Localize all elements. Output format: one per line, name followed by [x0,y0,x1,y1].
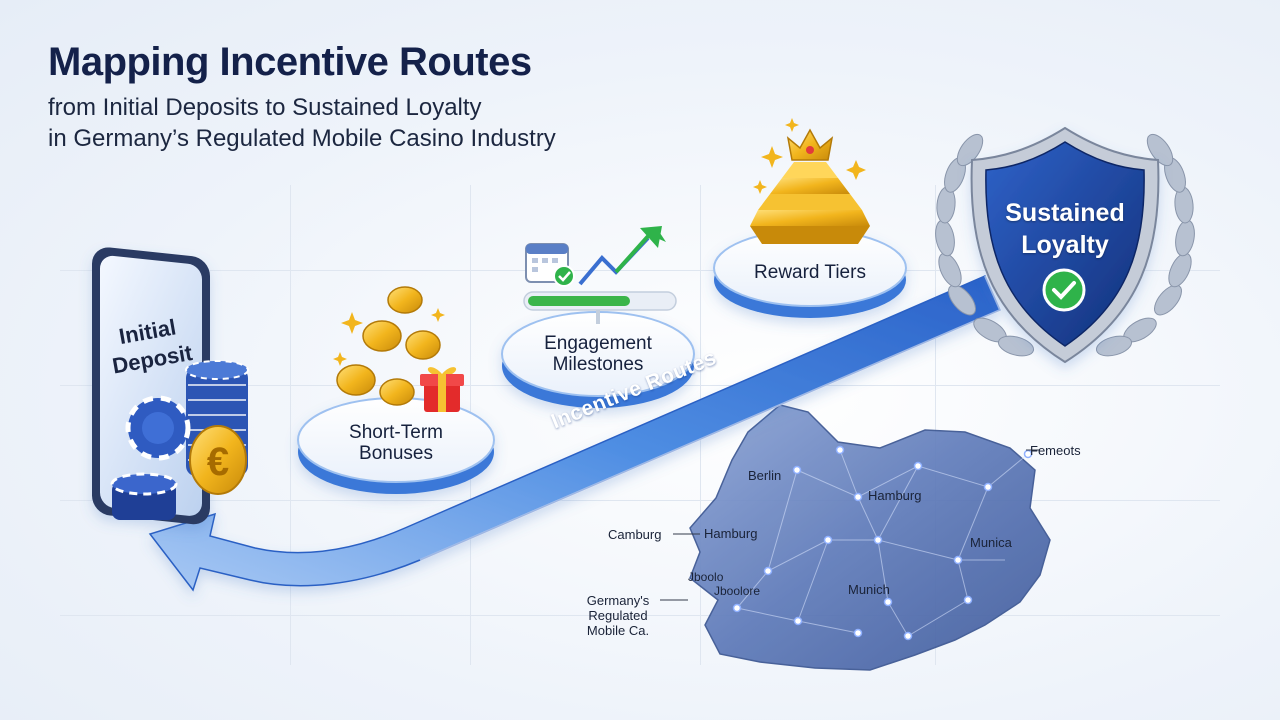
short-term-podium [297,397,495,494]
gold-pyramid-icon [750,162,870,244]
map-label-garbled-1: Jboolo [688,570,724,584]
trend-up-arrow-icon [578,226,666,286]
reward-tiers-label: Reward Tiers [754,262,866,283]
gold-coins-icon [336,286,441,406]
euro-coin-icon: € [189,425,247,495]
route-band [148,275,1001,592]
germany-map-shape [689,404,1051,671]
map-caption-line-2: Regulated [588,608,648,623]
loyalty-line-2: Loyalty [1021,231,1109,259]
map-label-munica: Munica [970,535,1012,550]
laurel-wreath-icon [935,133,1195,357]
map-label-fernots: Femeots [1030,443,1081,458]
grid-line [60,500,1220,501]
map-caption-line-1: Germany's [586,593,650,608]
map-label-hamburg: Hamburg [868,488,922,503]
grid-line [935,185,936,665]
gift-box-icon [420,367,464,412]
map-label-garbled-2: Jboolore [714,584,761,598]
map-label-hamburg-west: Hamburg [704,526,758,541]
map-caption-line-3: Mobile Ca. [586,623,650,638]
grid-line [60,270,1220,271]
map-leader-lines [660,449,1040,601]
engagement-line-1: Engagement [544,333,652,354]
shield-icon [970,126,1160,364]
map-label-camburg: Camburg [608,527,662,542]
sparkle-icon [333,308,445,366]
check-badge-icon [1042,268,1086,312]
page-subtitle: from Initial Deposits to Sustained Loyal… [48,92,556,154]
engagement-milestones-label: Engagement Milestones [518,333,678,375]
reward-podium [713,229,907,318]
grid-line [60,615,1220,616]
short-term-bonuses-label: Short-Term Bonuses [316,422,476,464]
incentive-route-arrow [148,275,1002,592]
subtitle-line-1: from Initial Deposits to Sustained Loyal… [48,94,482,121]
sustained-loyalty-label: Sustained Loyalty [990,197,1140,261]
page-title: Mapping Incentive Routes [48,40,532,84]
subtitle-line-2: in Germany’s Regulated Mobile Casino Ind… [48,125,556,152]
calendar-check-icon [525,243,575,287]
map-caption: Germany's Regulated Mobile Ca. [575,593,661,638]
progress-bar-icon [523,291,677,324]
map-label-berlin: Berlin [748,468,782,483]
loyalty-line-1: Sustained [1005,199,1125,227]
sparkle-icon [753,118,866,194]
germany-map [660,404,1051,671]
svg-text:€: € [207,440,229,484]
grid-line [290,185,291,665]
short-term-line-1: Short-Term [349,422,443,443]
crown-icon [786,128,834,161]
engagement-podium [501,311,695,408]
map-label-munich: Munich [848,582,890,597]
short-term-line-2: Bonuses [359,443,433,464]
engagement-line-2: Milestones [552,354,644,375]
